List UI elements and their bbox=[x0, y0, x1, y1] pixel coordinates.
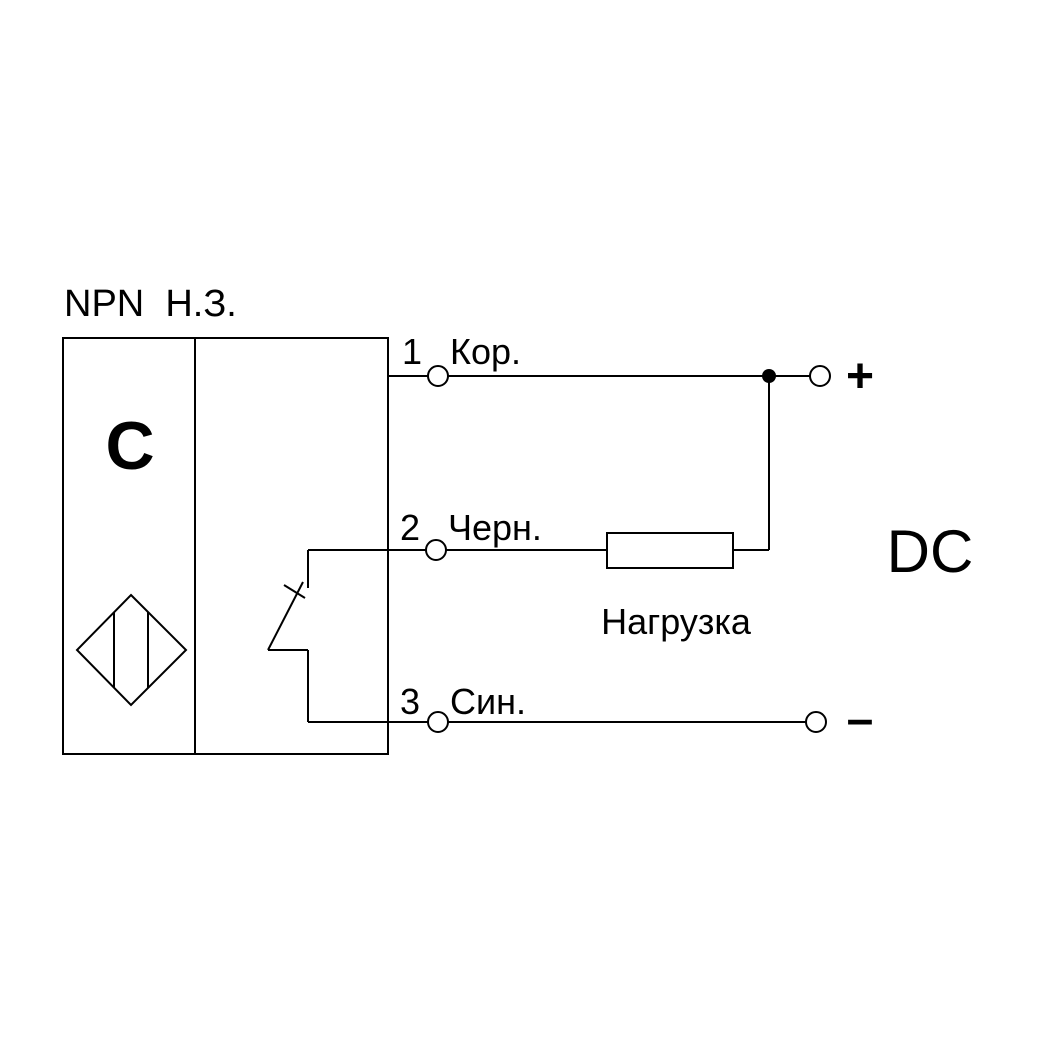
terminal-1 bbox=[427, 365, 449, 387]
supply-plus-sign: + bbox=[846, 350, 874, 403]
terminal-1-wire-label: Кор. bbox=[450, 331, 521, 372]
sensor-body-right bbox=[194, 337, 389, 755]
sensing-face-icon bbox=[75, 593, 188, 707]
wire-3: 3 Син. bbox=[388, 681, 827, 733]
sensor-body-left bbox=[62, 337, 196, 755]
wire-1: 1 Кор. bbox=[388, 331, 831, 387]
terminal-3-number: 3 bbox=[400, 681, 420, 722]
terminal-3-wire-label: Син. bbox=[450, 681, 526, 722]
terminal-1-number: 1 bbox=[402, 331, 422, 372]
terminal-minus bbox=[805, 711, 827, 733]
terminal-2-number: 2 bbox=[400, 507, 420, 548]
wire-2: 2 Черн. Нагрузка bbox=[388, 376, 770, 642]
terminal-plus bbox=[809, 365, 831, 387]
sensor-symbol-letter: C bbox=[105, 408, 154, 484]
terminal-3 bbox=[427, 711, 449, 733]
load-label: Нагрузка bbox=[601, 601, 752, 642]
supply-kind-label: DC bbox=[887, 518, 974, 585]
nc-switch-contact-icon bbox=[267, 549, 388, 723]
supply-minus-sign: – bbox=[847, 693, 874, 746]
load-resistor bbox=[606, 532, 734, 569]
terminal-2-wire-label: Черн. bbox=[448, 507, 542, 548]
terminal-2 bbox=[425, 539, 447, 561]
sensor-type-label: NPN Н.З. bbox=[64, 283, 237, 325]
